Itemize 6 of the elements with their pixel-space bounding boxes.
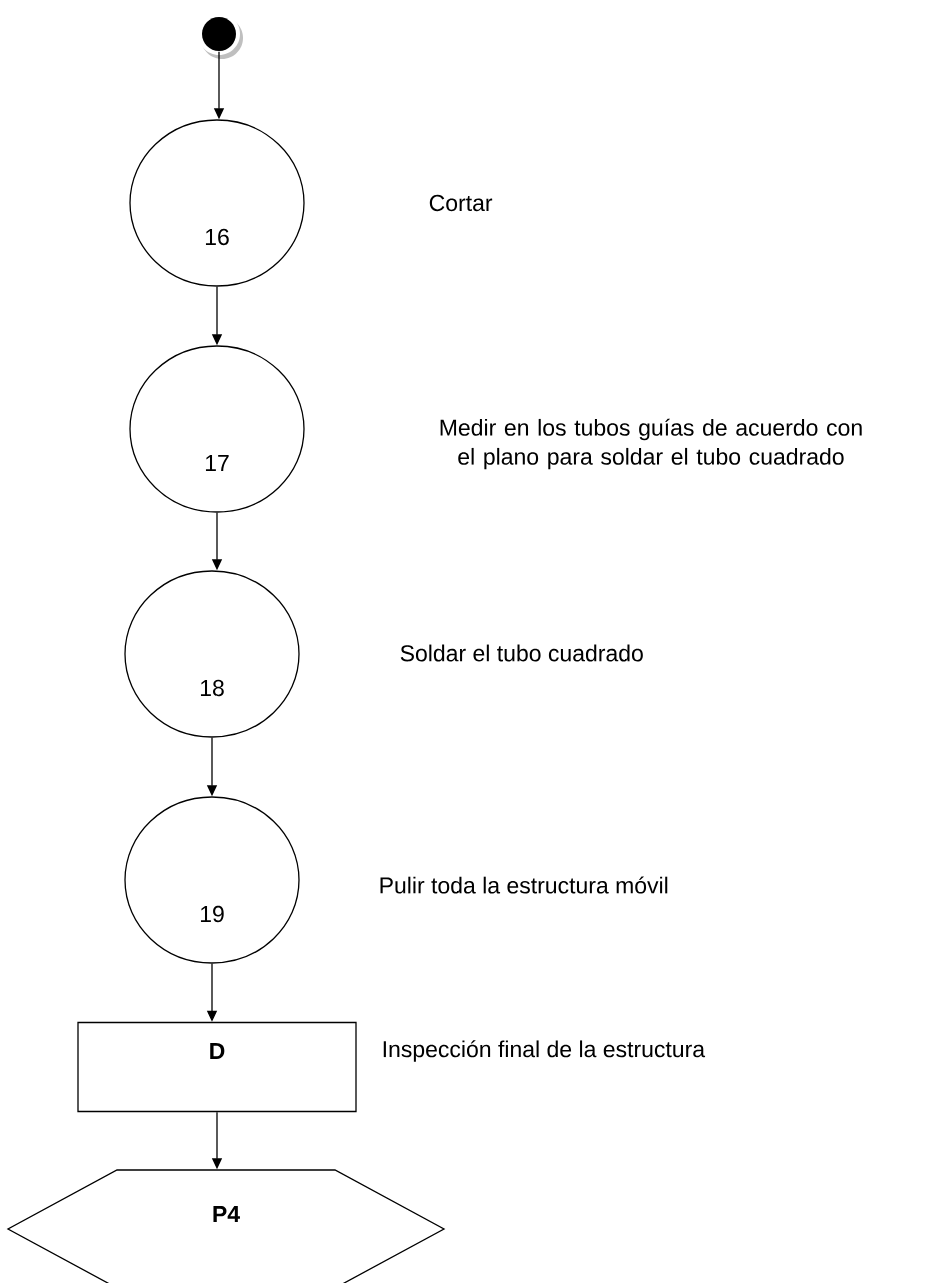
- step-description: Pulir toda la estructura móvil: [380, 876, 668, 894]
- inspection-box: D: [77, 1021, 357, 1113]
- step-description: Medir en los tubos guías de acuerdo con el plano para soldar el tubo cuadrado: [440, 418, 862, 470]
- step-description: Inspección final de la estructura: [383, 1040, 706, 1062]
- step-description: Cortar: [429, 194, 493, 212]
- step-description: Soldar el tubo cuadrado: [400, 644, 643, 662]
